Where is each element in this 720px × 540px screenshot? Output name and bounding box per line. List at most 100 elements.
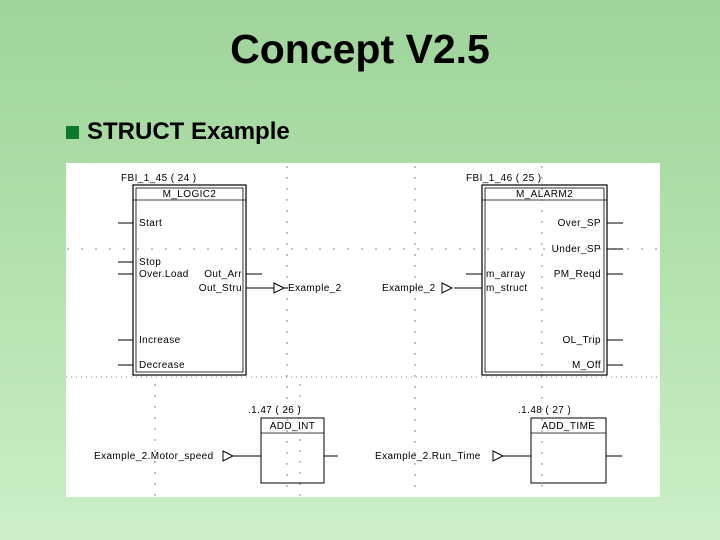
grid-dot xyxy=(154,406,156,408)
bullet-text: STRUCT Example xyxy=(87,118,290,145)
grid-dot xyxy=(286,474,288,476)
grid-dot xyxy=(414,419,416,421)
grid-dot xyxy=(286,298,288,300)
grid-dot xyxy=(286,177,288,179)
grid-dot xyxy=(541,177,543,179)
grid-dot xyxy=(154,439,156,441)
grid-dot xyxy=(207,248,209,250)
grid-dot xyxy=(414,375,416,377)
grid-dot xyxy=(286,463,288,465)
grid-dot xyxy=(286,188,288,190)
grid-dot xyxy=(286,254,288,256)
square-bullet-icon xyxy=(66,125,79,139)
grid-dot xyxy=(541,254,543,256)
grid-dot xyxy=(286,419,288,421)
grid-dot xyxy=(249,248,251,250)
grid-dot xyxy=(286,375,288,377)
grid-dots xyxy=(67,166,657,496)
grid-dot xyxy=(414,485,416,487)
grid-dot xyxy=(627,248,629,250)
block3-input-variable: Example_2.Motor_speed xyxy=(94,451,214,462)
grid-dot xyxy=(541,463,543,465)
grid-dot xyxy=(299,384,301,386)
grid-dot xyxy=(414,474,416,476)
grid-dot xyxy=(541,364,543,366)
grid-dot xyxy=(541,298,543,300)
grid-dot xyxy=(137,248,139,250)
grid-dot xyxy=(585,248,587,250)
grid-dot xyxy=(286,397,288,399)
block3-instance-label: .1.47 ( 26 ) xyxy=(248,405,302,416)
block2-input-m-struct: m_struct xyxy=(486,283,528,294)
grid-dot xyxy=(599,248,601,250)
grid-dot xyxy=(299,494,301,496)
grid-dot xyxy=(286,353,288,355)
grid-dot xyxy=(541,430,543,432)
grid-dot xyxy=(414,353,416,355)
grid-dot xyxy=(541,265,543,267)
grid-dot xyxy=(414,287,416,289)
grid-dot xyxy=(286,232,288,234)
block1-type-label: M_LOGIC2 xyxy=(162,189,217,200)
grid-dot xyxy=(403,248,405,250)
grid-dot xyxy=(286,430,288,432)
block2-output-pm-reqd: PM_Reqd xyxy=(553,269,601,280)
grid-dot xyxy=(414,463,416,465)
grid-dot xyxy=(487,248,489,250)
grid-dot xyxy=(263,248,265,250)
block2-output-ol-trip: OL_Trip xyxy=(562,335,601,346)
grid-dot xyxy=(286,199,288,201)
grid-dot xyxy=(286,485,288,487)
grid-dot xyxy=(299,395,301,397)
grid-dot xyxy=(299,439,301,441)
grid-dot xyxy=(541,221,543,223)
grid-dot xyxy=(541,452,543,454)
grid-dot xyxy=(541,408,543,410)
link-out-variable: Example_2 xyxy=(288,283,342,294)
grid-dot xyxy=(541,375,543,377)
grid-dot xyxy=(445,248,447,250)
grid-dot xyxy=(154,450,156,452)
grid-dot xyxy=(109,248,111,250)
grid-dot xyxy=(541,232,543,234)
grid-dot xyxy=(286,243,288,245)
grid-dot xyxy=(417,248,419,250)
grid-dot xyxy=(299,483,301,485)
grid-dot xyxy=(286,441,288,443)
block2-output-m-off: M_Off xyxy=(571,360,601,371)
grid-dot xyxy=(154,384,156,386)
grid-dot xyxy=(286,342,288,344)
grid-dot xyxy=(286,364,288,366)
block1-output-out-arr: Out_Arr xyxy=(204,269,242,280)
block3-type-label: ADD_INT xyxy=(269,421,316,432)
grid-dot xyxy=(541,353,543,355)
fb-block-add-time xyxy=(492,417,622,484)
grid-dot xyxy=(543,248,545,250)
grid-dot xyxy=(286,331,288,333)
grid-dot xyxy=(286,309,288,311)
fb-block-m-logic2 xyxy=(118,184,288,376)
grid-dot xyxy=(414,243,416,245)
slide-title: Concept V2.5 xyxy=(230,26,490,72)
grid-dot xyxy=(414,298,416,300)
block4-type-label: ADD_TIME xyxy=(541,421,596,432)
grid-dot xyxy=(473,248,475,250)
grid-dot xyxy=(414,232,416,234)
grid-dot xyxy=(414,276,416,278)
grid-dot xyxy=(154,472,156,474)
grid-dot xyxy=(221,248,223,250)
block1-input-increase: Increase xyxy=(139,335,181,346)
fb-block-m-alarm2 xyxy=(441,184,623,376)
grid-dot xyxy=(179,248,181,250)
grid-dot xyxy=(154,428,156,430)
grid-dot xyxy=(414,221,416,223)
grid-dot xyxy=(529,248,531,250)
fb-block-add-int xyxy=(222,417,338,484)
grid-dot xyxy=(541,441,543,443)
grid-dot xyxy=(361,248,363,250)
grid-dot xyxy=(541,210,543,212)
grid-dot xyxy=(541,320,543,322)
grid-dot xyxy=(414,254,416,256)
grid-dot xyxy=(347,248,349,250)
grid-dot xyxy=(414,309,416,311)
